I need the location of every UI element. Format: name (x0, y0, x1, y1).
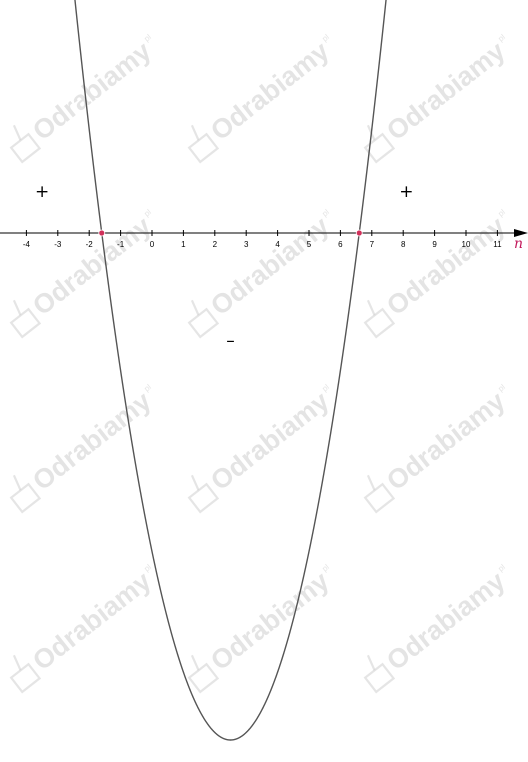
x-tick-label: 9 (432, 240, 437, 249)
x-tick-label: -4 (23, 240, 31, 249)
x-tick-label: 8 (401, 240, 406, 249)
sign-label-negative: – (226, 331, 235, 351)
watermark-logo-icon (363, 662, 396, 694)
watermark-sup: pl (320, 32, 331, 43)
watermark-logo-icon (363, 307, 396, 339)
watermark-text: Odrabiamy (381, 36, 511, 146)
watermark-pen-icon (190, 654, 200, 671)
watermark-sup: pl (142, 32, 153, 43)
x-tick-label: 3 (244, 240, 249, 249)
x-tick-label: 4 (275, 240, 280, 249)
sign-label-positive: + (35, 182, 49, 202)
watermark-logo-icon (9, 132, 42, 164)
watermark-pen-icon (190, 474, 200, 491)
sign-label-positive: + (399, 182, 413, 202)
x-tick-label: 10 (462, 240, 471, 249)
watermark-sup: pl (142, 207, 153, 218)
watermark-text: Odrabiamy (27, 386, 157, 496)
watermark-text: Odrabiamy (205, 211, 335, 321)
watermark-logo-icon (9, 482, 42, 514)
watermark-text: Odrabiamy (381, 386, 511, 496)
x-tick-label: 11 (493, 240, 502, 249)
watermark-text: Odrabiamy (381, 566, 511, 676)
watermark-sup: pl (496, 562, 507, 573)
root-marker (355, 229, 363, 237)
watermark-pen-icon (366, 654, 376, 671)
x-tick-label: 0 (150, 240, 155, 249)
x-tick-label: 2 (213, 240, 218, 249)
watermark-logo-icon (9, 307, 42, 339)
watermark-sup: pl (142, 382, 153, 393)
watermark-pen-icon (12, 474, 22, 491)
watermark-logo-icon (9, 662, 42, 694)
watermark-logo-icon (363, 482, 396, 514)
watermark-text: Odrabiamy (27, 36, 157, 146)
watermark-pen-icon (12, 124, 22, 141)
watermark-logo-icon (187, 307, 220, 339)
watermark-sup: pl (320, 382, 331, 393)
watermark-sup: pl (320, 562, 331, 573)
watermark-text: Odrabiamy (27, 211, 157, 321)
watermark-logo-icon (363, 132, 396, 164)
x-tick-label: -2 (86, 240, 94, 249)
x-axis-arrow-icon (514, 229, 528, 237)
x-axis-label: n (514, 236, 523, 252)
watermark-logo-icon (187, 662, 220, 694)
watermark-text: Odrabiamy (205, 386, 335, 496)
sign-labels: + – + (35, 182, 413, 351)
watermark-sup: pl (496, 207, 507, 218)
parabola-series-line (74, 0, 387, 741)
x-tick-label: 1 (181, 240, 186, 249)
watermark-logo-icon (187, 132, 220, 164)
x-tick-label: 7 (370, 240, 375, 249)
watermark-sup: pl (320, 207, 331, 218)
x-tick-label: -1 (117, 240, 125, 249)
x-tick-label: -3 (54, 240, 62, 249)
watermark-text: Odrabiamy (27, 566, 157, 676)
watermark-sup: pl (496, 32, 507, 43)
watermark-logo-icon (187, 482, 220, 514)
x-tick-label: 5 (307, 240, 312, 249)
watermark-pen-icon (366, 474, 376, 491)
watermark-pen-icon (190, 299, 200, 316)
root-marker (98, 229, 106, 237)
watermark-text: Odrabiamy (205, 566, 335, 676)
x-tick-label: 6 (338, 240, 343, 249)
watermark-sup: pl (496, 382, 507, 393)
watermark-text: Odrabiamy (381, 211, 511, 321)
watermark-pen-icon (12, 654, 22, 671)
watermark-pen-icon (190, 124, 200, 141)
watermark-pen-icon (366, 299, 376, 316)
watermark-pen-icon (12, 299, 22, 316)
watermark-text: Odrabiamy (205, 36, 335, 146)
root-markers (98, 229, 363, 237)
watermark-sup: pl (142, 562, 153, 573)
